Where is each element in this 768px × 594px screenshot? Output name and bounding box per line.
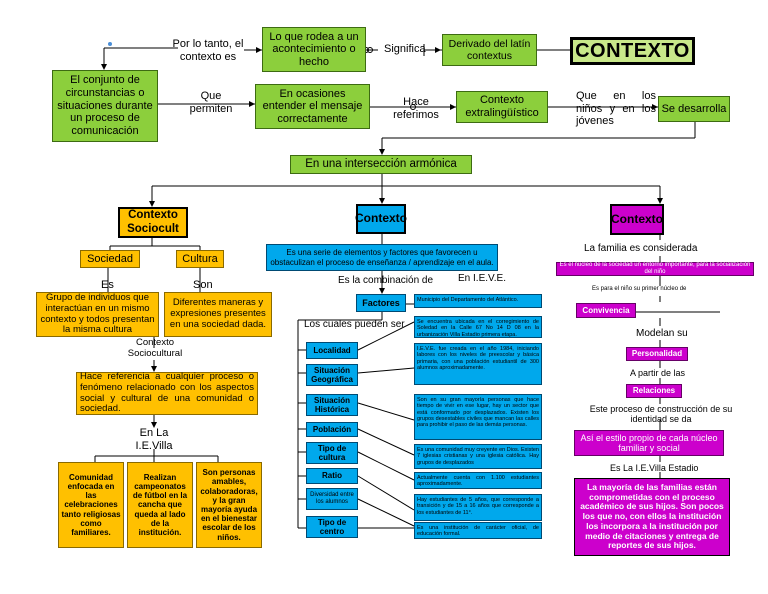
hace-referimos-label: Hace referimos	[393, 96, 439, 121]
grupo-box: Grupo de individuos que interactúan en u…	[36, 292, 159, 337]
factor-item: Localidad	[306, 342, 358, 359]
es-para-label: Es para el niño su primer núcleo de	[592, 286, 687, 292]
nucleo-text: Es el núcleo de la sociedad un entorno i…	[559, 262, 751, 275]
asi-el-estilo-box: Así el estilo propio de cada núcleo fami…	[574, 430, 724, 456]
title-text: CONTEXTO	[575, 39, 690, 62]
diferentes-text: Diferentes maneras y expresiones present…	[169, 297, 267, 330]
este-proceso-label: Este proceso de construcción de su ident…	[589, 404, 733, 425]
factor-detail: Hay estudiantes de 5 años, que correspon…	[414, 494, 542, 521]
contexto-extra-box: Contexto extralingüístico	[456, 91, 548, 123]
familia-label: La familia es considerada	[584, 243, 698, 254]
interseccion-text: En una intersección armónica	[305, 157, 457, 170]
contexto-right-header-text: Contexto	[611, 211, 663, 226]
factor-detail: Es una comunidad muy creyente en Dios. E…	[414, 444, 542, 469]
asi-el-estilo-text: Así el estilo propio de cada núcleo fami…	[580, 432, 718, 453]
a-partir-label: A partir de las	[630, 368, 686, 378]
villa-box-1-text: Comunidad enfocada en las celebraciones …	[61, 472, 121, 537]
final-text: La mayoría de las familias están comprom…	[580, 481, 724, 551]
son-label: Son	[193, 279, 213, 291]
es-label: Es	[101, 279, 114, 291]
cultura-box: Cultura	[176, 250, 224, 268]
diferentes-box: Diferentes maneras y expresiones present…	[164, 292, 272, 337]
villa-box-2-text: Realizan campeonatos de fútbol en la can…	[132, 472, 188, 537]
hace-referencia-box: Hace referencia a cualquier proceso o fe…	[76, 370, 258, 415]
factores-text: Factores	[362, 297, 400, 308]
los-cuales-label: Los cuales pueden ser	[304, 319, 405, 330]
factor-detail: Son en su gran mayoría personas que hace…	[414, 394, 542, 440]
contexto-middle-header-text: Contexto	[355, 211, 407, 226]
es-una-serie-text: Es una serie de elementos y factores que…	[270, 248, 494, 267]
villa-box-3-text: Son personas amables, colaboradoras, y l…	[200, 468, 258, 542]
villa-box-3: Son personas amables, colaboradoras, y l…	[196, 462, 262, 548]
que-en-los-label: Que en los niños y en los jóvenes	[576, 90, 656, 128]
conjunto-text: El conjunto de circunstancias o situacio…	[57, 74, 153, 137]
personalidad-box: Personalidad	[626, 347, 688, 361]
nucleo-box: Es el núcleo de la sociedad un entorno i…	[556, 262, 754, 276]
en-la-villa-label: En La I.E.Villa	[135, 427, 173, 452]
se-desarrolla-box: Se desarrolla	[658, 96, 730, 122]
factor-detail: Municipio del Departamento del Atlántico…	[414, 294, 542, 308]
interseccion-box: En una intersección armónica	[290, 155, 472, 174]
factores-box: Factores	[356, 294, 406, 312]
factor-item: Tipo de cultura	[306, 442, 358, 464]
que-permiten-label: Que permiten	[189, 90, 233, 115]
final-box: La mayoría de las familias están comprom…	[574, 478, 730, 556]
por-lo-tanto-label: Por lo tanto, el contexto es	[172, 38, 244, 63]
contexto-extra-text: Contexto extralingüístico	[465, 94, 539, 119]
factor-item: Tipo de centro	[306, 516, 358, 538]
sociedad-text: Sociedad	[87, 252, 133, 265]
en-ocasiones-box: En ocasiones entender el mensaje correct…	[255, 84, 370, 129]
factor-detail: Es una institución de carácter oficial, …	[414, 522, 542, 539]
es-la-villa-label: Es La I.E.Villa Estadio	[610, 463, 699, 473]
personalidad-text: Personalidad	[631, 349, 683, 359]
grupo-text: Grupo de individuos que interactúan en u…	[40, 291, 155, 336]
derivado-text: Derivado del latín contextus	[448, 37, 531, 62]
factor-detail: I.E.V.E. fue creada en el año 1984, inic…	[414, 343, 542, 385]
factor-item: Ratio	[306, 468, 358, 484]
factor-item: Situación Histórica	[306, 394, 358, 416]
convivencia-text: Convivencia	[582, 305, 630, 315]
relaciones-text: Relaciones	[632, 386, 676, 396]
villa-box-2: Realizan campeonatos de fútbol en la can…	[127, 462, 193, 548]
en-ocasiones-text: En ocasiones entender el mensaje correct…	[262, 87, 363, 125]
es-la-combinacion-label: Es la combinación de	[338, 275, 434, 286]
hace-referencia-text: Hace referencia a cualquier proceso o fe…	[80, 370, 254, 415]
contexto-middle-header: Contexto	[355, 204, 407, 234]
cultura-text: Cultura	[182, 252, 218, 265]
en-ieve-label: En I.E.V.E.	[458, 273, 506, 284]
lo-que-rodea-text: Lo que rodea a un acontecimiento o hecho	[269, 30, 359, 68]
factor-detail: Se encuentra ubicada en el corregimiento…	[414, 316, 542, 338]
villa-box-1: Comunidad enfocada en las celebraciones …	[58, 462, 124, 548]
factor-item: Diversidad entre los alumnos	[306, 488, 358, 510]
modelan-label: Modelan su	[636, 328, 688, 339]
convivencia-box: Convivencia	[576, 303, 636, 318]
relaciones-box: Relaciones	[626, 384, 682, 398]
sociedad-box: Sociedad	[80, 250, 140, 268]
lo-que-rodea-box: Lo que rodea a un acontecimiento o hecho	[262, 27, 366, 72]
contexto-socio-label: Contexto Sociocultural	[127, 337, 183, 359]
conjunto-box: El conjunto de circunstancias o situacio…	[52, 70, 158, 142]
se-desarrolla-text: Se desarrolla	[661, 102, 727, 115]
factor-item: Población	[306, 422, 358, 437]
factor-detail: Actualmente cuenta con 1.100 estudiantes…	[414, 472, 542, 489]
sociocult-header: Contexto Sociocult	[118, 207, 188, 238]
sociocult-header-text: Contexto Sociocult	[127, 209, 179, 235]
contexto-right-header: Contexto	[610, 204, 664, 235]
es-una-serie-box: Es una serie de elementos y factores que…	[266, 244, 498, 271]
title-box: CONTEXTO	[570, 37, 695, 65]
derivado-box: Derivado del latín contextus	[442, 34, 537, 66]
factor-item: Situación Geográfica	[306, 364, 358, 386]
significa-label: Significa	[384, 43, 426, 55]
